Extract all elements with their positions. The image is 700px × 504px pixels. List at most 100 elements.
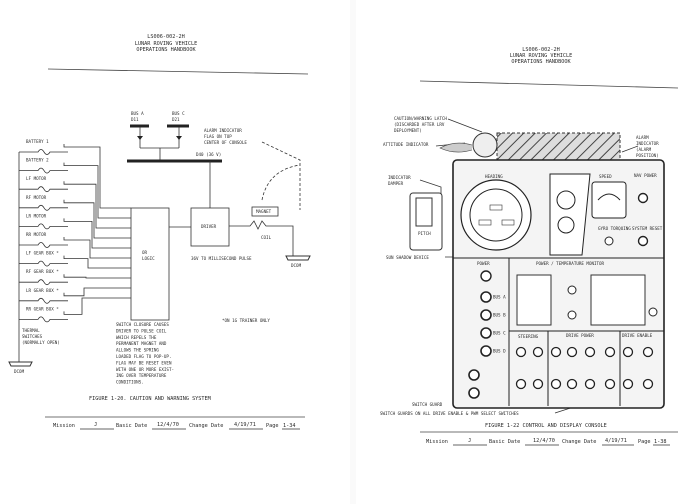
speed-label: SPEED	[599, 174, 612, 179]
system-reset-switch[interactable]	[637, 235, 649, 247]
thermal-switch-icon	[19, 274, 131, 286]
nav-power-breaker[interactable]	[480, 270, 492, 282]
monitor-select-switch[interactable]	[567, 285, 577, 295]
drive-switch[interactable]	[566, 378, 578, 390]
left-header: LS006-002-2H LUNAR ROVING VEHICLE OPERAT…	[135, 34, 197, 53]
description-line: SWITCH CLOSURE CAUSES	[116, 322, 169, 327]
nav-power-switch[interactable]	[637, 192, 649, 204]
driver-label: DRIVER	[201, 224, 217, 229]
alarm-callout-1: ALARM	[636, 135, 649, 140]
left-page: LS006-002-2H LUNAR ROVING VEHICLE OPERAT…	[8, 34, 311, 430]
footer-page-label: Page	[266, 423, 279, 429]
aux-breaker[interactable]	[468, 369, 480, 381]
thermal-label-2: SWITCHES	[22, 334, 43, 339]
drive-switch[interactable]	[642, 378, 654, 390]
page-gutter	[350, 0, 356, 504]
drive-switch[interactable]	[642, 346, 654, 358]
footer-change-date-label: Change Date	[189, 423, 223, 429]
bus-label: BUS B	[493, 313, 506, 318]
drive-switch[interactable]	[622, 378, 634, 390]
left-footer: Mission J Basic Date 12/4/70 Change Date…	[53, 422, 300, 430]
sun-shadow-callout: SUN SHADOW DEVICE	[386, 255, 429, 260]
diode-wiring	[139, 127, 180, 160]
description-line: ALLOWS THE SPRING	[116, 348, 159, 353]
description-line: LOADED FLAG TO POP-UP.	[116, 354, 171, 359]
alarm-note-2: FLAG ON TOP	[204, 134, 232, 139]
doc-number: LS006-002-2H	[147, 34, 184, 40]
bus-label: BUS C	[493, 331, 506, 336]
range-window	[501, 219, 515, 226]
gyro-switch[interactable]	[604, 236, 614, 246]
right-caption: FIGURE 1-22 CONTROL AND DISPLAY CONSOLE	[485, 423, 607, 429]
battery-volts-switch[interactable]	[567, 310, 577, 320]
footer-basic-date: 12/4/70	[533, 438, 555, 444]
thermal-switch-icon	[19, 287, 131, 304]
drive-switch[interactable]	[584, 378, 596, 390]
attitude-gauge	[556, 190, 576, 210]
right-footer: Mission J Basic Date 12/4/70 Change Date…	[426, 438, 670, 446]
thermal-switch-icon	[19, 218, 131, 249]
description-line: CONDITIONS.	[116, 380, 144, 385]
drive-switch[interactable]	[566, 346, 578, 358]
main-bus-label: D40 (36 V)	[196, 152, 221, 157]
drive-switch[interactable]	[515, 378, 527, 390]
switch-label: BATTERY 2	[26, 158, 49, 163]
drive-power-label: DRIVE POWER	[566, 333, 594, 338]
drive-switch[interactable]	[604, 378, 616, 390]
thermal-label-3: (NORMALLY OPEN)	[22, 340, 60, 345]
or-logic-2: LOGIC	[142, 256, 155, 261]
doc-number: LS006-002-2H	[522, 47, 559, 53]
footer-basic-date: 12/4/70	[157, 422, 179, 428]
switch-label: RF MOTOR	[26, 195, 47, 200]
switch-label: RF GEAR BOX *	[26, 269, 59, 274]
bus-breaker[interactable]	[480, 327, 492, 339]
switch-label: LR GEAR BOX *	[26, 288, 59, 293]
thermal-switch-icon	[19, 181, 131, 229]
ground-right-label: DCOM	[291, 263, 302, 268]
or-logic-1: OR	[142, 250, 148, 255]
thermal-switch-icon	[19, 199, 131, 239]
pulse-note: 36V TO MILLISECOND PULSE	[191, 256, 252, 261]
drive-switch[interactable]	[622, 346, 634, 358]
description-line: DRIVER TO PULSE COIL	[116, 328, 167, 333]
doc-title-1: LUNAR ROVING VEHICLE	[510, 53, 572, 59]
system-reset-label: SYSTEM RESET	[632, 226, 663, 231]
alarm-flag-arc	[261, 141, 301, 210]
ptm-label: POWER / TEMPERATURE MONITOR	[536, 261, 605, 266]
drive-switch[interactable]	[604, 346, 616, 358]
drive-switch[interactable]	[532, 378, 544, 390]
ground-right-icon	[285, 255, 311, 261]
drive-switches	[515, 346, 654, 390]
pitch-gauge	[415, 197, 433, 227]
description-line: FLAG MAY BE RESET EVEN	[116, 360, 172, 365]
latch-callout-1: CAUTION/WARNING LATCH	[394, 116, 447, 121]
right-header: LS006-002-2H LUNAR ROVING VEHICLE OPERAT…	[510, 47, 572, 65]
damper-callout-1: INDICATOR	[388, 175, 411, 180]
drive-switch[interactable]	[584, 346, 596, 358]
switch-label: LF GEAR BOX *	[26, 251, 59, 256]
bus-breaker[interactable]	[480, 309, 492, 321]
drive-switch[interactable]	[550, 378, 562, 390]
switch-label: BATTERY 1	[26, 139, 49, 144]
amp-hr-meter	[516, 274, 552, 326]
alarm-callout-2: INDICATOR	[636, 141, 659, 146]
footer-page: 1-38	[654, 439, 667, 445]
attitude-indicator-icon	[439, 142, 473, 153]
bus-breaker[interactable]	[480, 345, 492, 357]
thermal-switch-icon	[19, 144, 131, 209]
drive-switch[interactable]	[515, 346, 527, 358]
footer-change-date: 4/19/71	[234, 422, 256, 428]
bus-breaker[interactable]	[480, 291, 492, 303]
header-rule	[47, 68, 309, 75]
pwm-select-switch[interactable]	[648, 307, 658, 317]
steering-label: STEERING	[518, 334, 539, 339]
alarm-callout-3: (ALARM	[636, 147, 652, 152]
footer-mission-label: Mission	[53, 423, 75, 429]
drive-switch[interactable]	[532, 346, 544, 358]
aux-breaker[interactable]	[468, 387, 480, 399]
pitch-label: PITCH	[418, 231, 431, 236]
drive-switch[interactable]	[550, 346, 562, 358]
alarm-note-3: CENTER OF CONSOLE	[204, 140, 247, 145]
